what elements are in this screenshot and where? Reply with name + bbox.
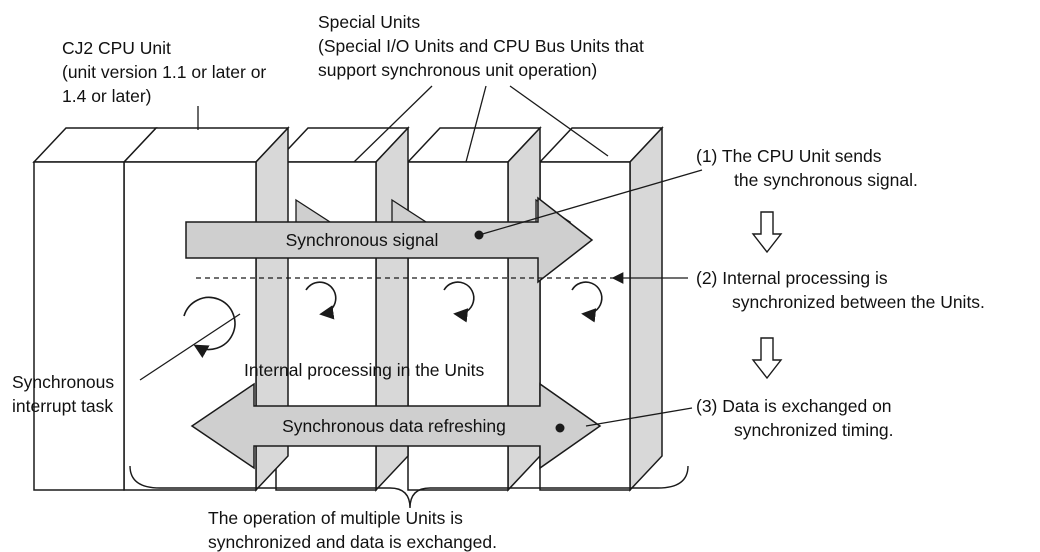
flow-arrow-1-2 [751, 211, 783, 254]
synchronous-data-refreshing-label: Synchronous data refreshing [282, 416, 506, 436]
cpu-unit-label-line-2: (unit version 1.1 or later or [62, 62, 266, 82]
power-supply-unit [32, 127, 158, 491]
special-units-label-line-3: support synchronous unit operation) [318, 60, 597, 80]
step-1-line-2: the synchronous signal. [734, 170, 918, 190]
sync-interrupt-label: Synchronous interrupt task [12, 372, 119, 416]
summary-line-1: The operation of multiple Units is [208, 508, 463, 528]
sync-interrupt-label-line-1: Synchronous [12, 372, 114, 392]
internal-processing-label: Internal processing in the Units [244, 360, 485, 380]
step-3-line-1: (3) Data is exchanged on [696, 396, 892, 416]
cpu-unit-label-line-1: CJ2 CPU Unit [62, 38, 171, 58]
step-1-label: (1) The CPU Unit sends the synchronous s… [696, 146, 918, 190]
special-units-label-line-1: Special Units [318, 12, 420, 32]
summary-line-2: synchronized and data is exchanged. [208, 532, 497, 552]
unit3-processing-icon [571, 281, 603, 323]
synchronous-signal-label: Synchronous signal [286, 230, 439, 250]
leader-lines [139, 85, 703, 427]
special-units-label: Special Units (Special I/O Units and CPU… [318, 12, 649, 80]
sync-interrupt-label-line-2: interrupt task [12, 396, 113, 416]
step-1-line-1: (1) The CPU Unit sends [696, 146, 882, 166]
step-3-label: (3) Data is exchanged on synchronized ti… [696, 396, 896, 440]
flow-arrow-2-3 [751, 337, 783, 380]
synchronous-data-refreshing-arrow: Synchronous data refreshing [190, 382, 602, 470]
cpu-unit-label-line-3: 1.4 or later) [62, 86, 151, 106]
unit2-processing-icon [443, 281, 475, 323]
cpu-processing-icon [183, 296, 236, 358]
step-2-label: (2) Internal processing is synchronized … [696, 268, 985, 312]
special-units-label-line-2: (Special I/O Units and CPU Bus Units tha… [318, 36, 644, 56]
unit1-processing-icon [305, 281, 337, 320]
summary-label: The operation of multiple Units is synch… [208, 508, 497, 552]
step-2-line-1: (2) Internal processing is [696, 268, 888, 288]
step-3-line-2: synchronized timing. [734, 420, 894, 440]
special-unit-2 [406, 126, 542, 492]
cpu-unit-label: CJ2 CPU Unit (unit version 1.1 or later … [62, 38, 271, 106]
brace [129, 465, 689, 509]
step-2-line-2: synchronized between the Units. [732, 292, 985, 312]
